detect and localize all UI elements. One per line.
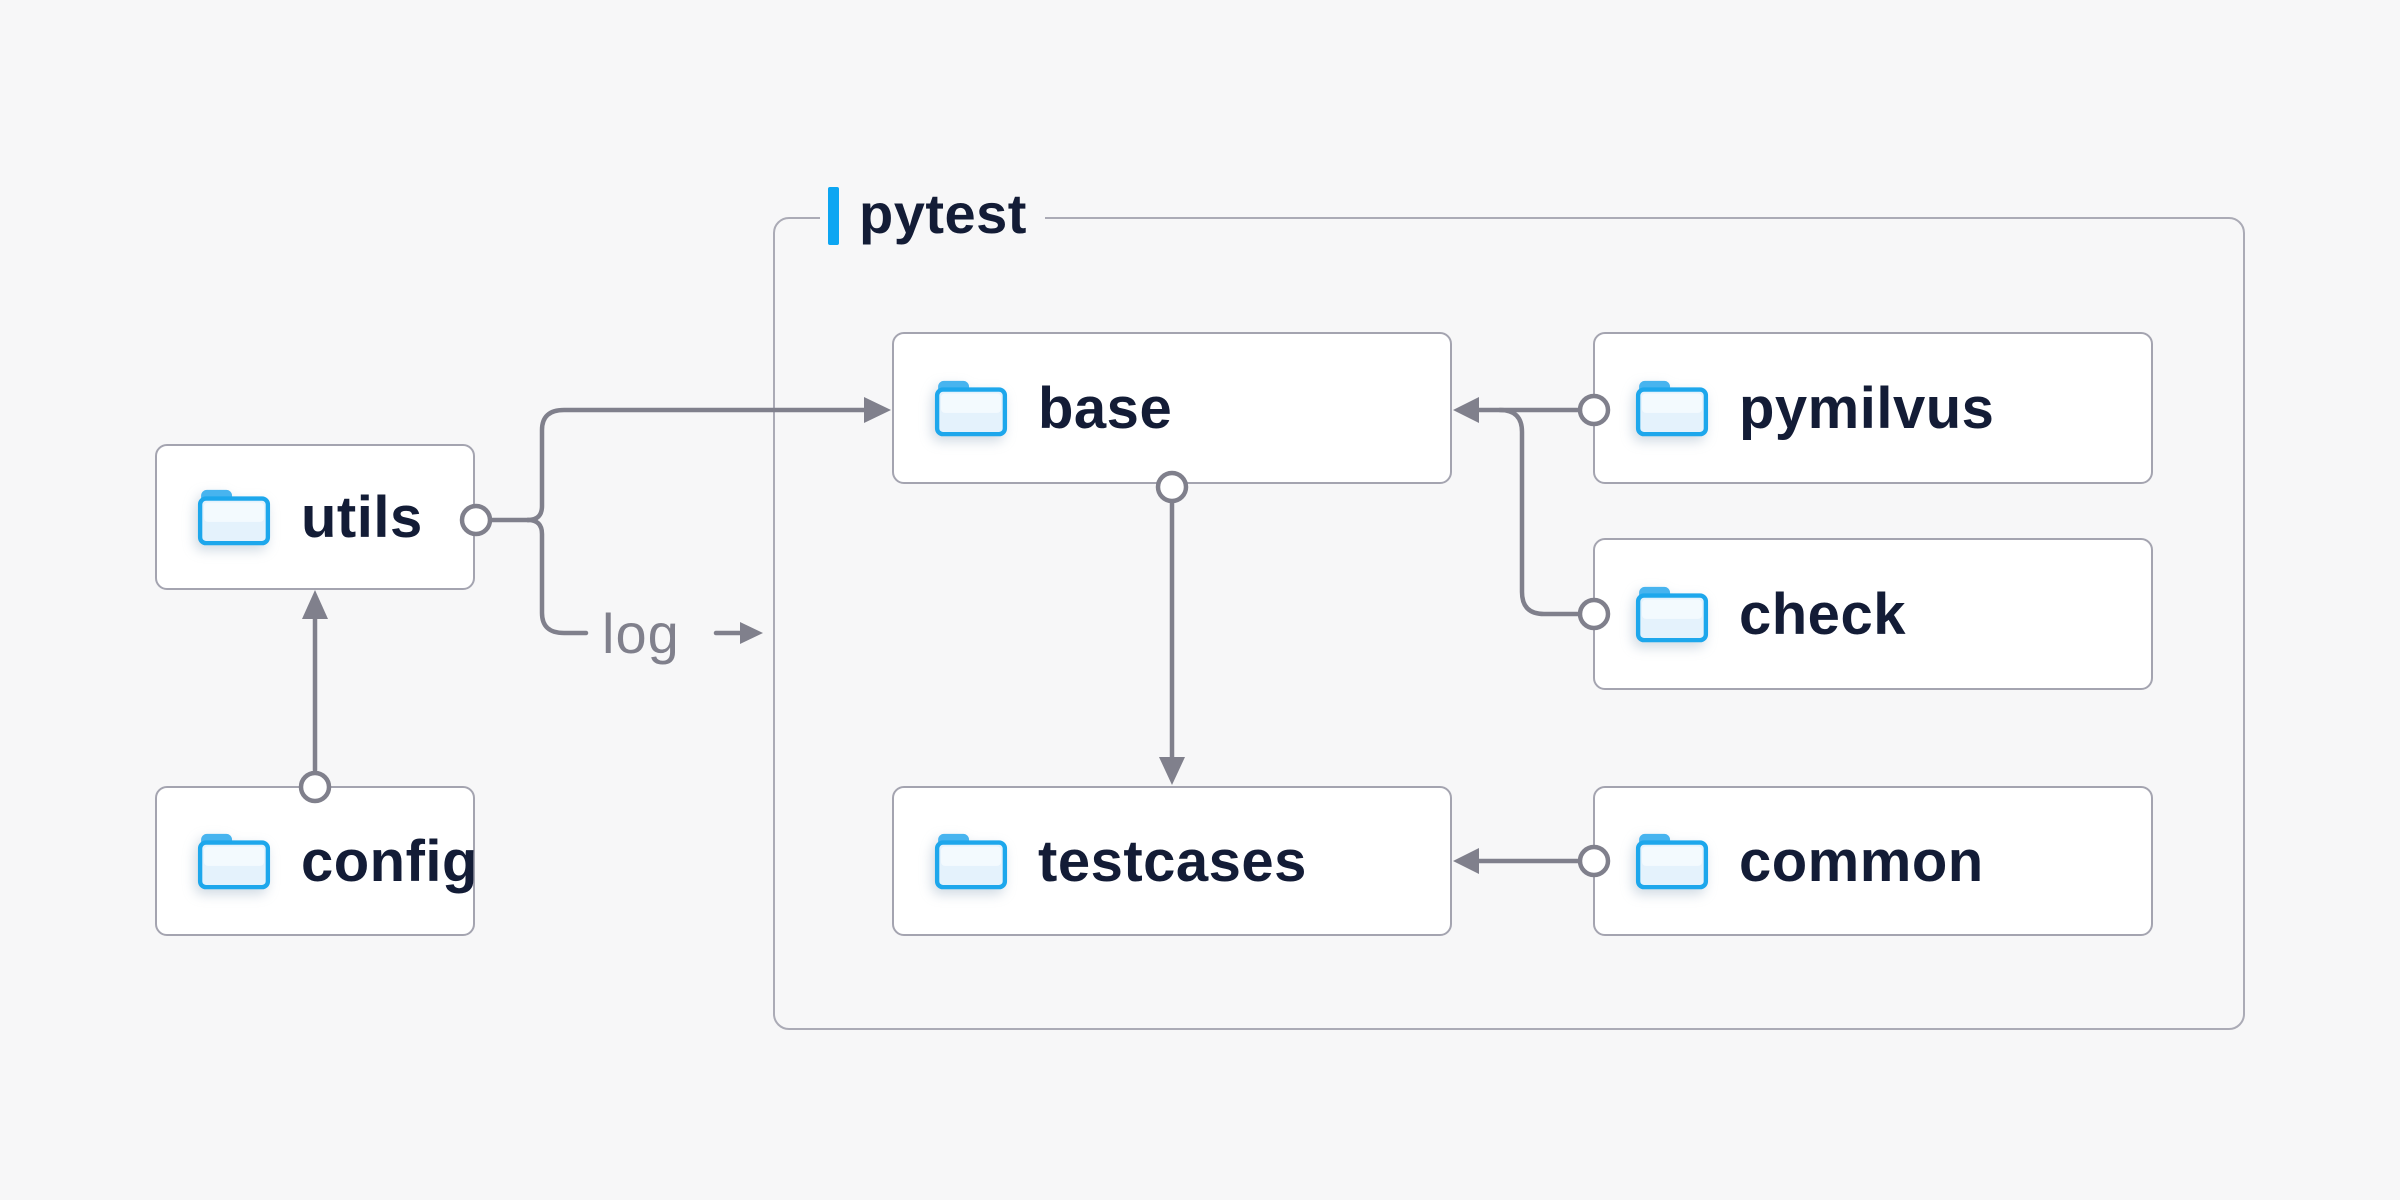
node-testcases: testcases [892,786,1452,936]
node-label: config [301,828,478,894]
node-label: testcases [1038,828,1307,894]
node-label: check [1739,581,1906,647]
node-label: utils [301,484,423,550]
folder-icon [197,489,271,546]
edge-label-log: log [602,602,680,665]
node-label: pymilvus [1739,375,1995,441]
node-utils: utils [155,444,475,590]
node-pymilvus: pymilvus [1593,332,2153,484]
folder-icon [1635,380,1709,437]
folder-icon [1635,833,1709,890]
node-common: common [1593,786,2153,936]
group-pytest-label: pytest [820,182,1045,248]
accent-bar-icon [828,187,839,245]
node-config: config [155,786,478,936]
connector-utils-to-log [525,517,589,636]
arrowhead-into-utils-icon [302,590,328,619]
group-pytest-container [773,217,2245,1030]
node-base: base [892,332,1452,484]
folder-icon [1635,586,1709,643]
folder-icon [197,833,271,890]
folder-icon [934,380,1008,437]
node-label: common [1739,828,1984,894]
node-check: check [1593,538,2153,690]
node-label: base [1038,375,1173,441]
arrowhead-log-icon [740,622,763,644]
folder-icon [934,833,1008,890]
group-title: pytest [859,181,1027,245]
